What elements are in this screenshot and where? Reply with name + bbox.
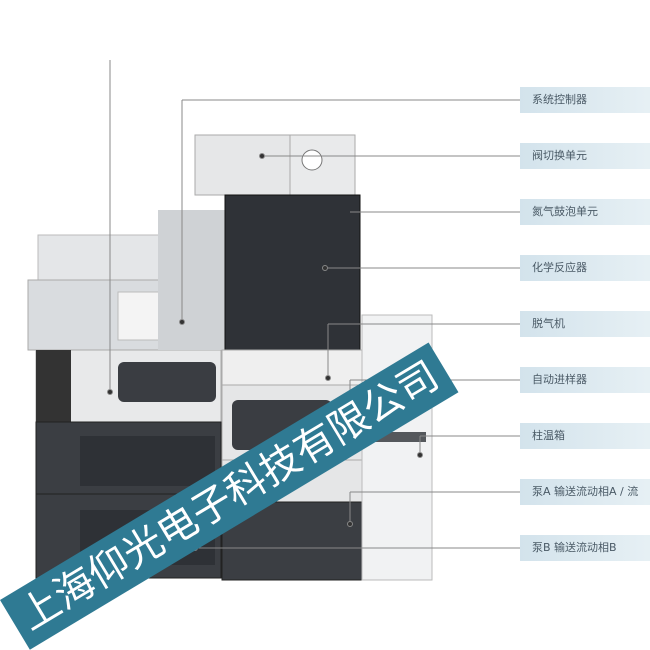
- label-nitrogen-bubbling-unit: 氮气鼓泡单元: [520, 199, 650, 225]
- label-column-oven: 柱温箱: [520, 423, 650, 449]
- label-pump-a: 泵A 输送流动相A / 流: [520, 479, 650, 505]
- label-valve-switching-unit: 阀切换单元: [520, 143, 650, 169]
- label-pump-b: 泵B 输送流动相B: [520, 535, 650, 561]
- label-autosampler: 自动进样器: [520, 367, 650, 393]
- label-degasser: 脱气机: [520, 311, 650, 337]
- gauge-icon: [301, 149, 323, 171]
- label-system-controller: 系统控制器: [520, 87, 650, 113]
- label-chemical-reactor: 化学反应器: [520, 255, 650, 281]
